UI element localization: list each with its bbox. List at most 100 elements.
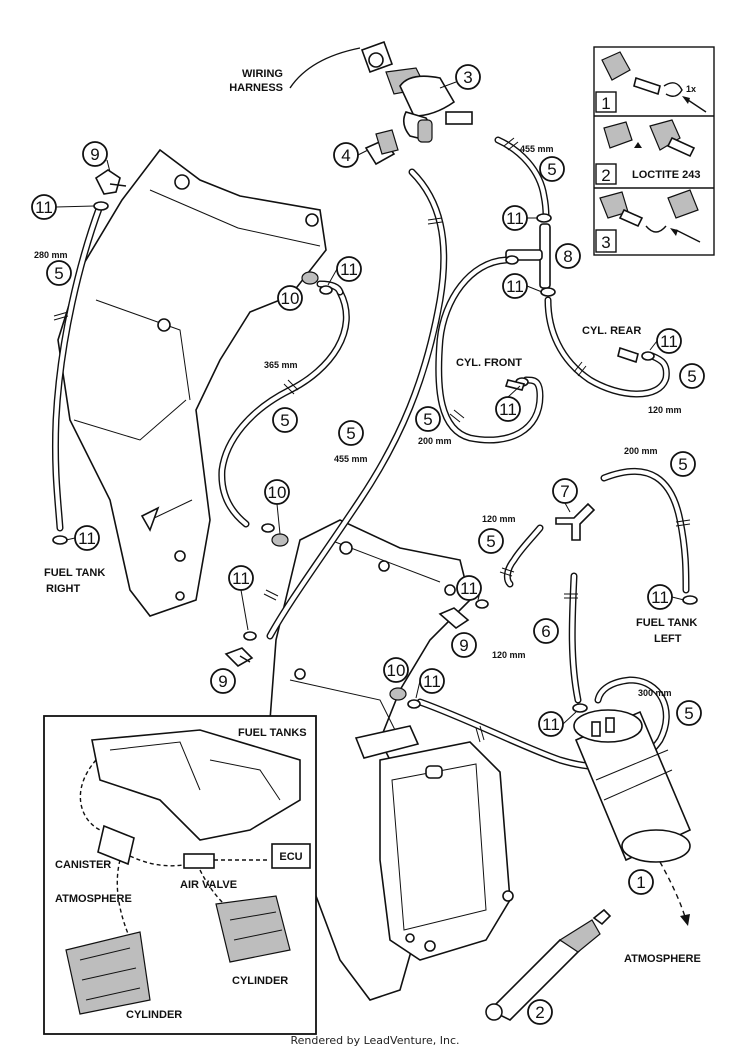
- inset-atmosphere-label: ATMOSPHERE: [55, 893, 132, 905]
- svg-text:5: 5: [423, 410, 432, 429]
- step-3-number: 3: [601, 233, 610, 252]
- svg-text:9: 9: [459, 636, 468, 655]
- svg-text:11: 11: [499, 400, 517, 419]
- svg-text:9: 9: [90, 145, 99, 164]
- svg-text:5: 5: [280, 411, 289, 430]
- dim-300: 300 mm: [638, 688, 672, 698]
- callout-3: 3: [455, 64, 481, 90]
- step-2-number: 2: [601, 166, 610, 185]
- callout-6: 6: [533, 618, 559, 644]
- callout-11-front: 11: [495, 396, 521, 422]
- inset-cylinder-left: [65, 931, 151, 1015]
- callout-9-mid: 9: [210, 668, 236, 694]
- nipple-icon: [633, 76, 661, 96]
- fitting-body-icon-2: [603, 121, 633, 149]
- svg-text:8: 8: [563, 247, 572, 266]
- callout-1: 1: [628, 869, 654, 895]
- svg-text:11: 11: [506, 209, 524, 228]
- rotate-arrow-icon: [663, 82, 683, 97]
- inset-cylinder-right-label: CYLINDER: [232, 975, 288, 987]
- assembly-steps-panel: 1 2 3 1x LOCTITE 243: [593, 46, 715, 256]
- svg-text:1: 1: [636, 873, 645, 892]
- callout-11-rear: 11: [656, 328, 682, 354]
- mounting-strap: [485, 908, 612, 1021]
- svg-text:5: 5: [547, 160, 556, 179]
- t-fitting-part-8: [505, 223, 551, 289]
- svg-text:5: 5: [678, 455, 687, 474]
- bracket-part-4: [364, 129, 399, 166]
- callout-9-center: 9: [451, 632, 477, 658]
- callout-11-canister: 11: [538, 711, 564, 737]
- svg-text:11: 11: [660, 332, 678, 351]
- cyl-rear-label: CYL. REAR: [582, 325, 641, 337]
- inset-cylinder-left-label: CYLINDER: [126, 1009, 182, 1021]
- carbon-canister: [573, 709, 692, 926]
- svg-text:5: 5: [346, 424, 355, 443]
- svg-text:11: 11: [340, 260, 358, 279]
- svg-text:9: 9: [218, 672, 227, 691]
- callout-11-lower: 11: [419, 668, 445, 694]
- callout-11-top-left: 11: [31, 194, 57, 220]
- vent-hoses: [51, 136, 690, 771]
- svg-text:5: 5: [486, 532, 495, 551]
- svg-text:11: 11: [542, 715, 560, 734]
- dim-455-short: 455 mm: [520, 144, 554, 154]
- inset-air-valve-label: AIR VALVE: [180, 879, 237, 891]
- atmosphere-label: ATMOSPHERE: [624, 953, 701, 965]
- callout-11-tank-left: 11: [647, 584, 673, 610]
- svg-text:11: 11: [35, 198, 53, 217]
- inset-fuel-tanks-label: FUEL TANKS: [238, 727, 307, 739]
- callout-10-lower: 10: [383, 657, 409, 683]
- hose-cut-marks: [53, 137, 691, 743]
- callout-11-center: 11: [456, 575, 482, 601]
- svg-text:10: 10: [268, 483, 287, 502]
- dim-200-front: 200 mm: [418, 436, 452, 446]
- callout-5-200-left: 5: [670, 451, 696, 477]
- wiring-label-2: HARNESS: [229, 82, 283, 94]
- loctite-label: LOCTITE 243: [632, 169, 700, 181]
- dim-280: 280 mm: [34, 250, 68, 260]
- callout-11-t-bottom: 11: [502, 273, 528, 299]
- callout-5-front: 5: [415, 406, 441, 432]
- dim-120-center: 120 mm: [482, 514, 516, 524]
- callout-7: 7: [552, 478, 578, 504]
- drop-icon: [634, 142, 642, 148]
- callout-10-mid: 10: [264, 479, 290, 505]
- inset-ecu-box: [271, 843, 311, 869]
- nipple-fittings: [94, 169, 639, 667]
- air-filter-box: [354, 725, 514, 961]
- svg-text:10: 10: [387, 661, 406, 680]
- callout-10-mid-top: 10: [277, 285, 303, 311]
- svg-text:7: 7: [560, 482, 569, 501]
- leader-lines: [55, 81, 685, 725]
- callout-11-mid: 11: [228, 565, 254, 591]
- svg-text:3: 3: [463, 68, 472, 87]
- svg-text:11: 11: [423, 672, 441, 691]
- callout-5-365: 5: [272, 407, 298, 433]
- callout-11-left-bottom: 11: [74, 525, 100, 551]
- fuel-tank-left-label-2: LEFT: [654, 633, 682, 645]
- svg-text:11: 11: [460, 579, 478, 598]
- callout-5-120-center: 5: [478, 528, 504, 554]
- outlet-arrow-icon: [680, 914, 690, 926]
- credit-text: Rendered by LeadVenture, Inc.: [290, 1034, 460, 1047]
- svg-text:6: 6: [541, 622, 550, 641]
- callout-11-t-top: 11: [502, 205, 528, 231]
- step-1-note: 1x: [686, 84, 696, 94]
- inset-cylinder-right: [215, 895, 291, 963]
- callout-5-rear: 5: [679, 363, 705, 389]
- inset-schematic: [65, 729, 311, 1015]
- svg-text:5: 5: [687, 367, 696, 386]
- cyl-front-label: CYL. FRONT: [456, 357, 522, 369]
- svg-text:5: 5: [684, 704, 693, 723]
- callout-11-mid-top: 11: [336, 256, 362, 282]
- fuel-tank-right-label-2: RIGHT: [46, 583, 81, 595]
- svg-text:2: 2: [535, 1003, 544, 1022]
- callout-8: 8: [555, 243, 581, 269]
- svg-text:11: 11: [651, 588, 669, 607]
- dim-365: 365 mm: [264, 360, 298, 370]
- dim-455-long: 455 mm: [334, 454, 368, 464]
- fuel-tank-left-label-1: FUEL TANK: [636, 617, 697, 629]
- wiring-harness-cable: [289, 47, 361, 89]
